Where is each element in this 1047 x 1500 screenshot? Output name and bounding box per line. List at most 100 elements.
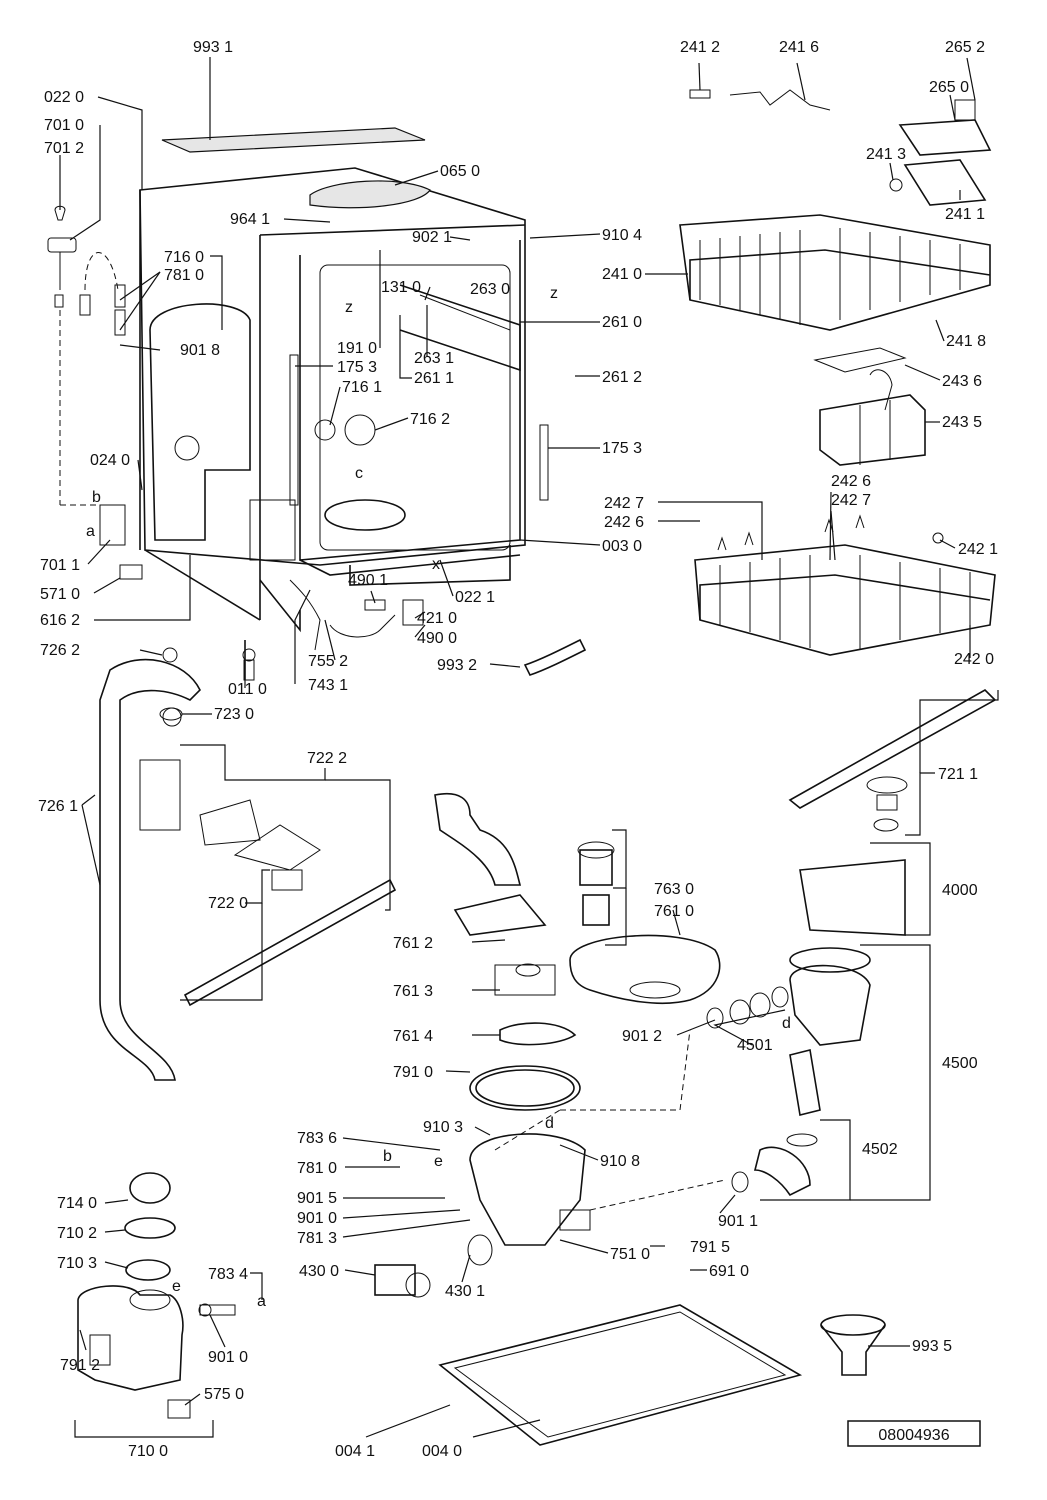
part-label: 4500: [942, 1055, 978, 1072]
part-label: 242 0: [954, 651, 994, 668]
part-label: d: [782, 1015, 791, 1032]
part-label: a: [257, 1293, 266, 1310]
part-label: 901 1: [718, 1213, 758, 1230]
part-label: 242 6: [831, 473, 871, 490]
part-label: 243 5: [942, 414, 982, 431]
part-label: 910 4: [602, 227, 642, 244]
part-label: 004 1: [335, 1443, 375, 1460]
part-label: 901 0: [208, 1349, 248, 1366]
racks-drawing: [679, 89, 996, 656]
part-label: 701 0: [44, 117, 84, 134]
salt-container-drawing: [77, 1172, 236, 1419]
part-label: z: [550, 285, 558, 302]
part-label: 755 2: [308, 653, 348, 670]
part-label: 901 0: [297, 1210, 337, 1227]
sump-pump-drawing: [374, 841, 906, 1298]
part-label: 701 1: [40, 557, 80, 574]
part-label: 241 8: [946, 333, 986, 350]
part-label: 022 0: [44, 89, 84, 106]
part-label: 263 0: [470, 281, 510, 298]
part-label: 716 1: [342, 379, 382, 396]
part-label: a: [86, 523, 95, 540]
part-label: 910 8: [600, 1153, 640, 1170]
part-label: d: [545, 1115, 554, 1132]
part-label: c: [355, 465, 363, 482]
part-label: 993 2: [437, 657, 477, 674]
part-label: 783 6: [297, 1130, 337, 1147]
part-label: 751 0: [610, 1246, 650, 1263]
part-label: x: [432, 556, 440, 573]
part-label: 964 1: [230, 211, 270, 228]
part-label: b: [383, 1148, 392, 1165]
part-label: 490 0: [417, 630, 457, 647]
part-label: 430 1: [445, 1283, 485, 1300]
part-label: 714 0: [57, 1195, 97, 1212]
part-label: 901 2: [622, 1028, 662, 1045]
part-label: 716 0: [164, 249, 204, 266]
part-label: 781 0: [297, 1160, 337, 1177]
part-label: 261 0: [602, 314, 642, 331]
part-label: 011 0: [228, 681, 267, 698]
part-label: 716 2: [410, 411, 450, 428]
part-label: 901 8: [180, 342, 220, 359]
part-label: 723 0: [214, 706, 254, 723]
part-label: 791 2: [60, 1357, 100, 1374]
dishwasher-tub-drawing: [139, 127, 549, 633]
part-label: 783 4: [208, 1266, 248, 1283]
part-label: 722 0: [208, 895, 248, 912]
part-labels: 993 1 022 0 701 0 701 2 065 0 964 1 902 …: [38, 39, 998, 1460]
part-label: z: [345, 299, 353, 316]
part-label: 791 0: [393, 1064, 433, 1081]
part-label: 701 2: [44, 140, 84, 157]
part-label: 241 6: [779, 39, 819, 56]
part-label: 781 3: [297, 1230, 337, 1247]
part-label: 065 0: [440, 163, 480, 180]
part-label: 743 1: [308, 677, 348, 694]
part-label: 241 1: [945, 206, 985, 223]
part-label: 241 0: [602, 266, 642, 283]
part-label: 902 1: [412, 229, 452, 246]
part-label: 763 0: [654, 881, 694, 898]
part-label: 761 3: [393, 983, 433, 1000]
part-label: 175 3: [602, 440, 642, 457]
part-label: 575 0: [204, 1386, 244, 1403]
part-label: 242 6: [604, 514, 644, 531]
part-label: 243 6: [942, 373, 982, 390]
part-label: 781 0: [164, 267, 204, 284]
part-label: 722 2: [307, 750, 347, 767]
part-label: 4000: [942, 882, 978, 899]
part-label: 242 7: [604, 495, 644, 512]
part-label: 726 2: [40, 642, 80, 659]
part-label: e: [434, 1153, 443, 1170]
part-label: 791 5: [690, 1239, 730, 1256]
part-label: 710 2: [57, 1225, 97, 1242]
part-label: 691 0: [709, 1263, 749, 1280]
base-panel-drawing: [159, 579, 886, 1446]
part-label: e: [172, 1278, 181, 1295]
part-label: b: [92, 489, 101, 506]
part-label: 761 2: [393, 935, 433, 952]
part-label: 241 3: [866, 146, 906, 163]
part-label: 571 0: [40, 586, 80, 603]
part-label: 261 2: [602, 369, 642, 386]
part-label: 761 0: [654, 903, 694, 920]
part-label: 710 3: [57, 1255, 97, 1272]
part-label: 421 0: [417, 610, 457, 627]
leader-lines: [59, 57, 999, 1438]
part-label: 490 1: [348, 572, 388, 589]
part-label: 993 1: [193, 39, 233, 56]
part-label: 993 5: [912, 1338, 952, 1355]
part-label: 265 2: [945, 39, 985, 56]
part-label: 242 7: [831, 492, 871, 509]
part-label: 265 0: [929, 79, 969, 96]
part-label: 261 1: [414, 370, 454, 387]
dispenser-hoses-drawing: [47, 205, 143, 580]
part-label: 761 4: [393, 1028, 433, 1045]
part-label: 4502: [862, 1141, 898, 1158]
part-label: 191 0: [337, 340, 377, 357]
part-label: 430 0: [299, 1263, 339, 1280]
part-label: 4501: [737, 1037, 773, 1054]
drawing-id-box: [847, 1420, 981, 1447]
part-label: 004 0: [422, 1443, 462, 1460]
